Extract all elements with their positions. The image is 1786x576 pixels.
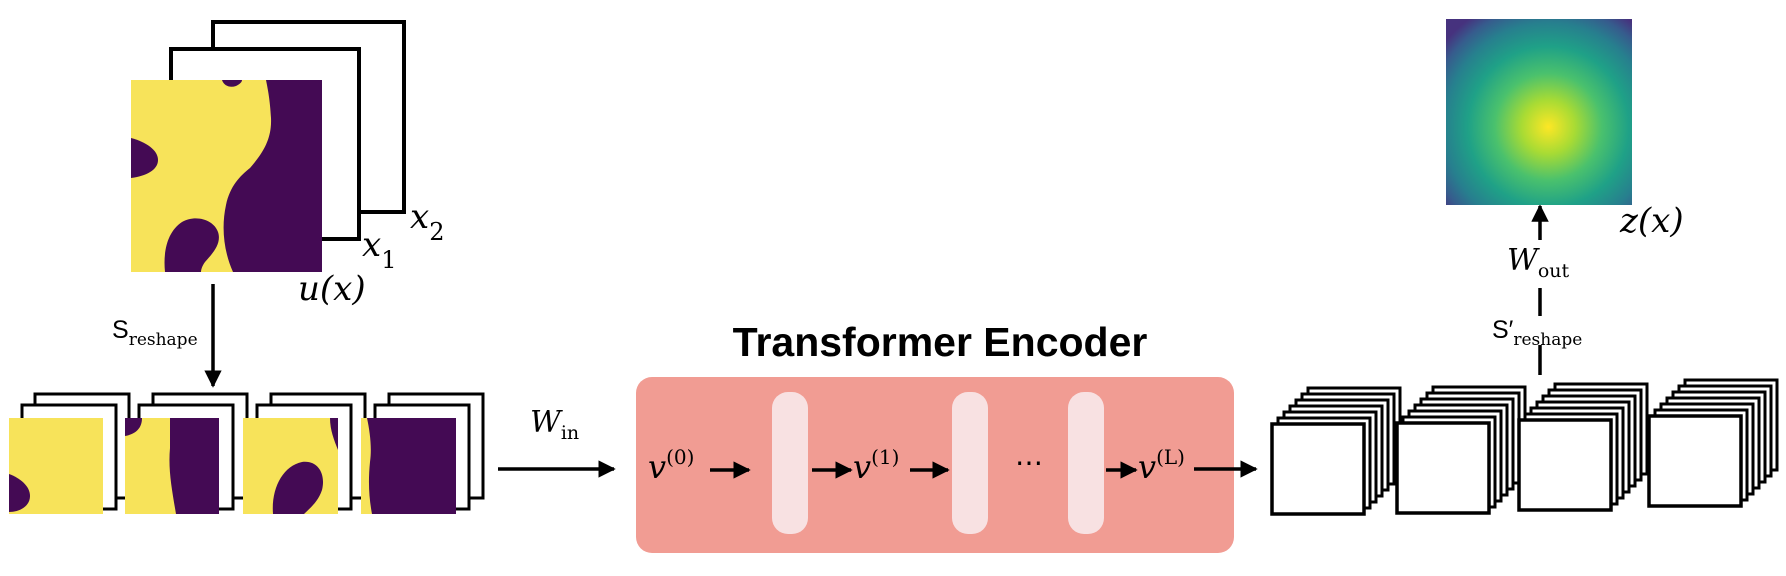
output-token-frame <box>1517 418 1613 512</box>
patch-stacks <box>9 392 485 514</box>
ellipsis: ⋯ <box>1015 446 1043 479</box>
output-stack-2 <box>1395 385 1527 515</box>
output-field: z(x) <box>1446 19 1684 241</box>
output-token-frame <box>1270 422 1366 516</box>
token-v0: v(0) <box>648 445 694 486</box>
output-stack-1 <box>1270 386 1402 516</box>
output-stack-4 <box>1647 378 1779 508</box>
purple-region-bottom <box>164 218 219 272</box>
reshape-out-label: S′reshape <box>1492 316 1582 350</box>
patch-4 <box>361 392 485 514</box>
token-vL: v(L) <box>1138 445 1185 486</box>
output-field-image <box>1446 19 1632 205</box>
input-field-image <box>131 80 322 272</box>
patch-2 <box>125 392 249 514</box>
projection-in-label: Win <box>530 405 579 444</box>
output-token-frame <box>1395 421 1491 515</box>
reshape-in-label: Sreshape <box>112 316 198 350</box>
encoder-layer-1 <box>772 392 808 534</box>
output-stack-3 <box>1517 382 1649 512</box>
channel-label-x2: x2 <box>410 197 444 246</box>
output-token-stacks <box>1270 378 1779 516</box>
encoder-layer-L <box>1068 392 1104 534</box>
encoder-title: Transformer Encoder <box>733 319 1148 365</box>
purple-region-right <box>223 80 322 272</box>
output-token-frame <box>1647 414 1743 508</box>
patch-3 <box>243 392 367 514</box>
purple-region-top <box>222 80 242 87</box>
projection-out-label: Wout <box>1507 243 1570 282</box>
transformer-encoder: Transformer Encoder v(0) v(1) ⋯ v(L) <box>636 319 1234 553</box>
encoder-layer-2 <box>952 392 988 534</box>
purple-region-left <box>131 138 158 178</box>
patch-1 <box>9 392 131 514</box>
channel-label-x1: x1 <box>362 225 396 274</box>
token-v1: v(1) <box>853 445 899 486</box>
field-label-u: u(x) <box>298 269 366 309</box>
input-field-stack: u(x) x1 x2 <box>131 20 444 309</box>
field-label-z: z(x) <box>1619 201 1684 241</box>
